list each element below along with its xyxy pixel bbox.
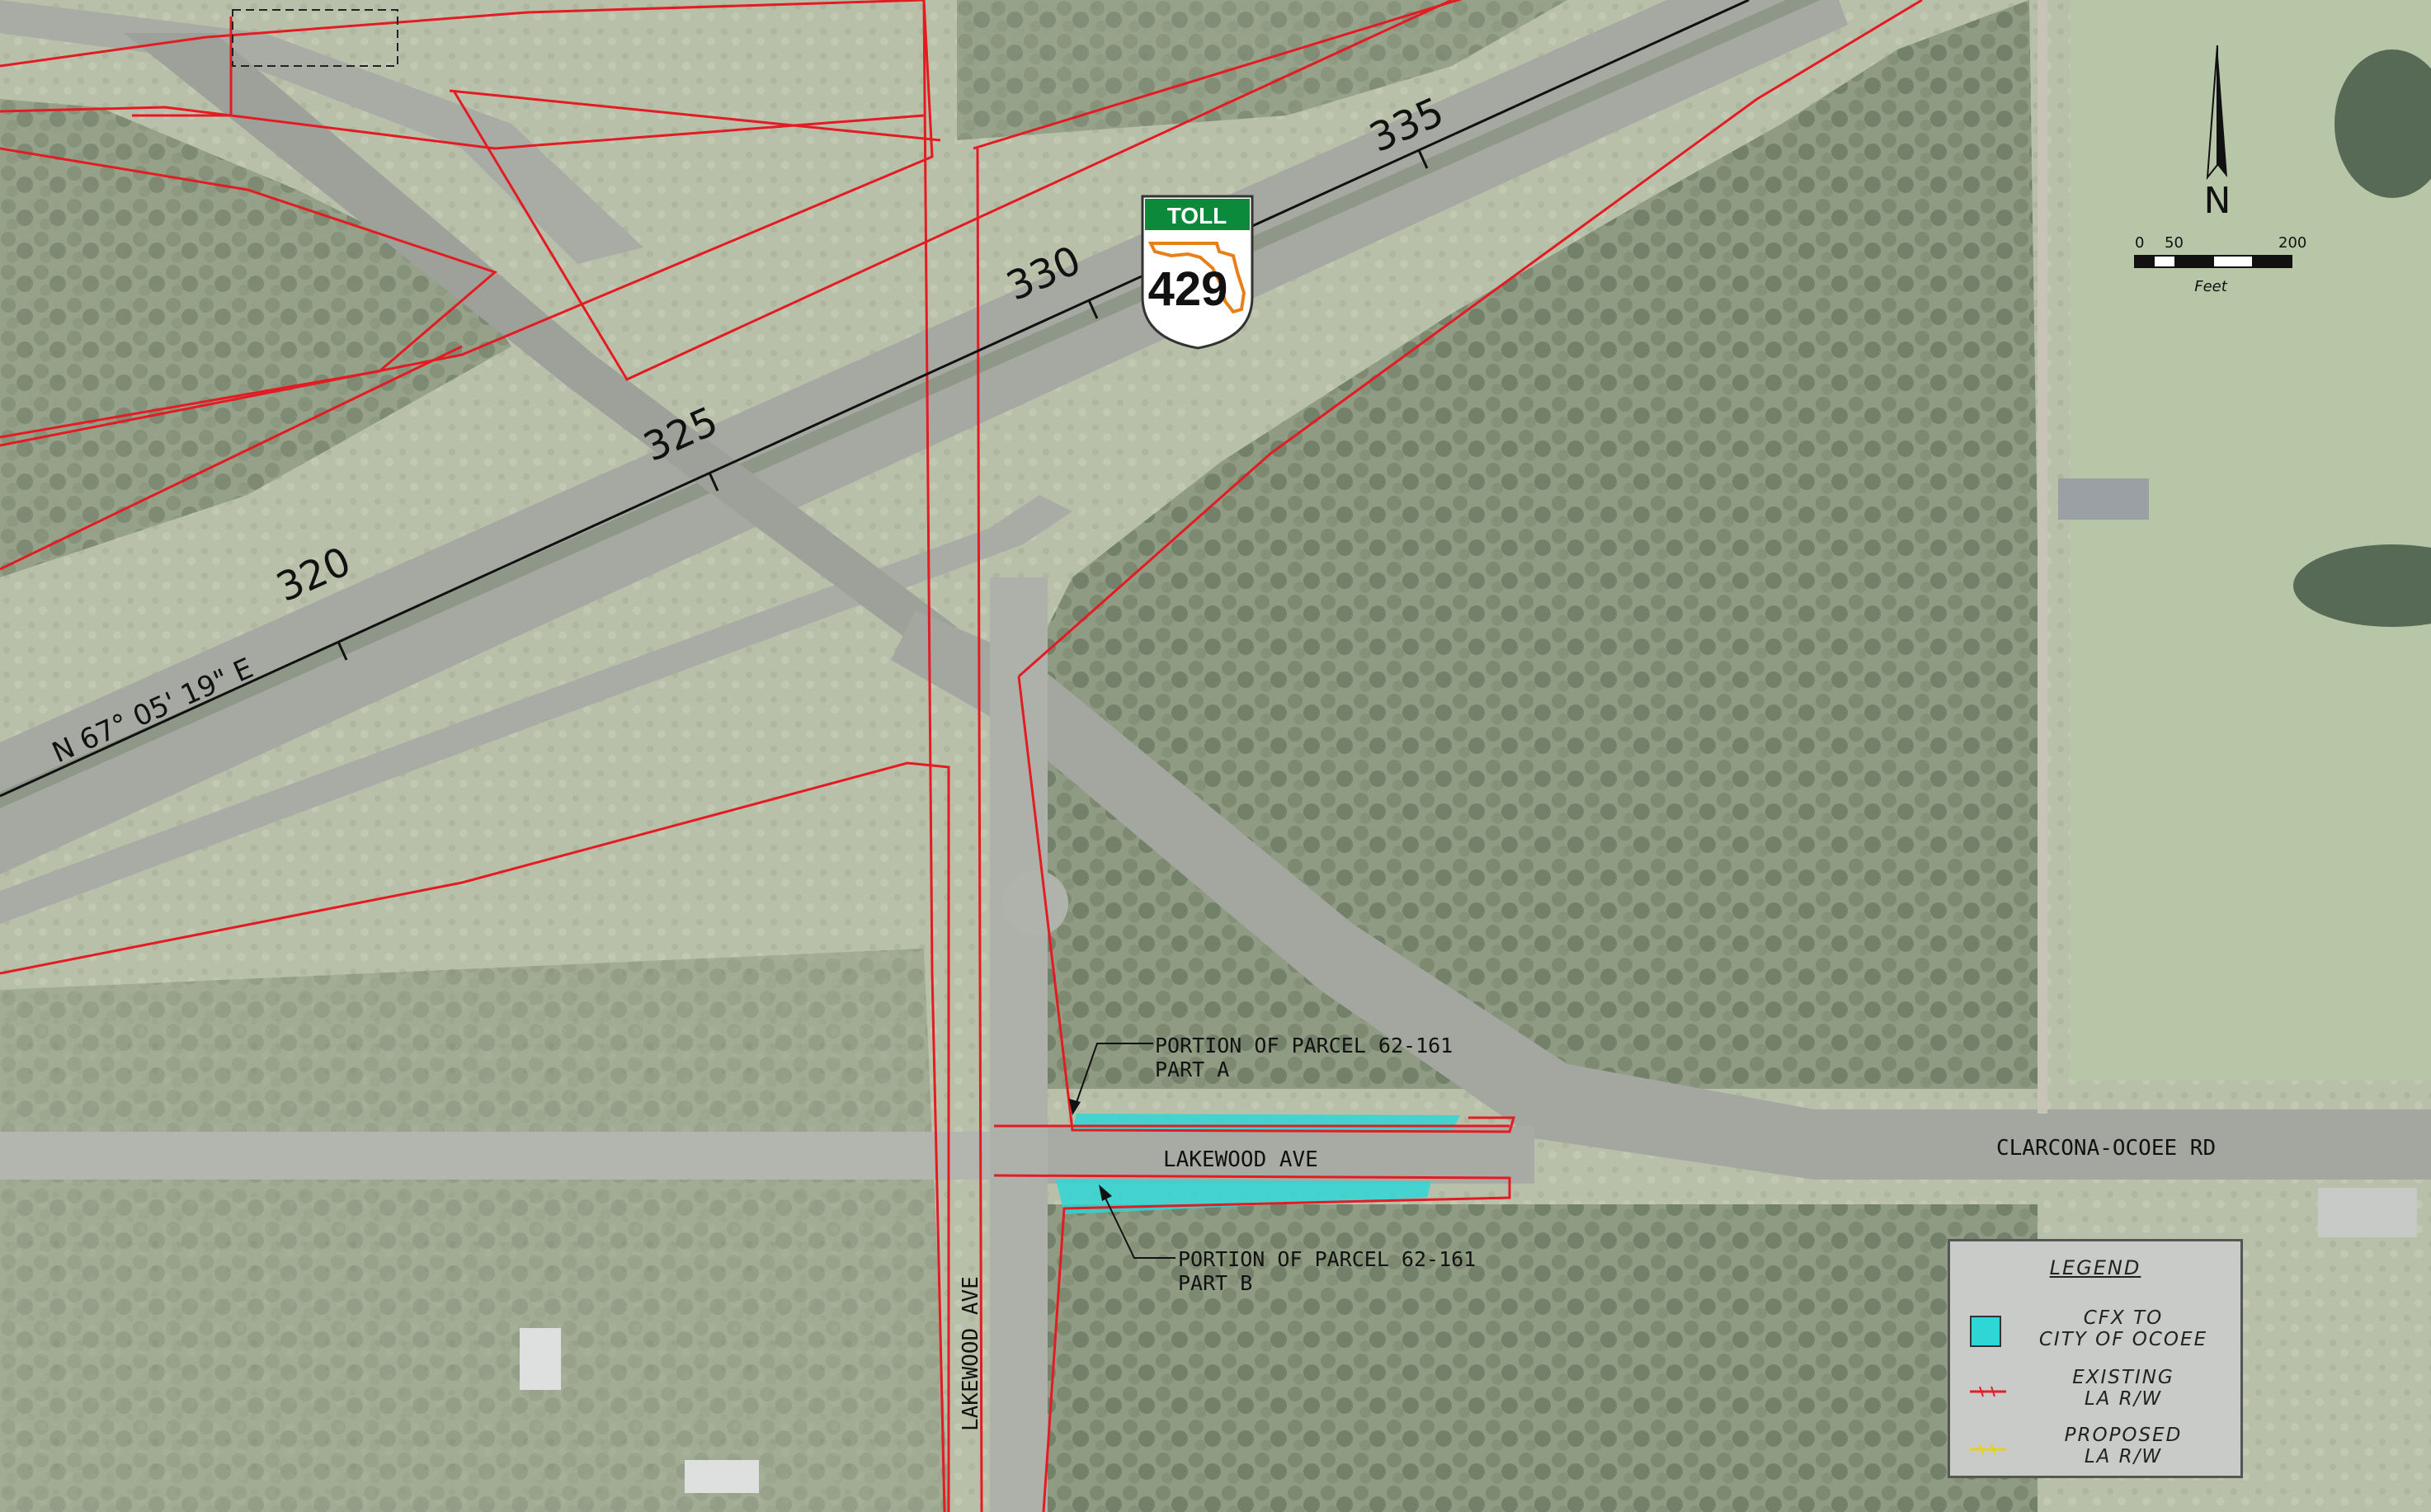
clarcona-ocoee-label: CLARCONA-OCOEE RD xyxy=(1996,1136,2216,1161)
building xyxy=(2318,1188,2417,1237)
part-a-arrowhead xyxy=(1069,1099,1081,1115)
scale-tick-0: 0 xyxy=(2135,234,2144,252)
building xyxy=(520,1328,561,1390)
legend-proposed-label: PROPOSED LA R/W xyxy=(2064,1425,2183,1467)
legend-existing-label: EXISTING LA R/W xyxy=(2072,1367,2174,1410)
existing-row-line-icon xyxy=(1970,1386,2006,1397)
legend-cfx-label: CFX TO CITY OF OCOEE xyxy=(2038,1307,2208,1350)
lakewood-ave-west xyxy=(0,1132,990,1180)
scale-tick-200: 200 xyxy=(2278,234,2306,252)
forest-north xyxy=(957,0,1567,140)
highway-sr429 xyxy=(0,0,1848,874)
part-b-callout-line2: PART B xyxy=(1178,1271,1252,1295)
ramp-north xyxy=(0,0,643,264)
forest-east xyxy=(1023,0,2046,1089)
building xyxy=(685,1460,759,1493)
lakewood-ave-vertical-label: LAKEWOOD AVE xyxy=(959,1276,983,1431)
part-b-arrowhead xyxy=(1099,1185,1112,1201)
alignment-ticks xyxy=(337,149,1429,661)
north-arrow: N xyxy=(2204,45,2231,222)
lakewood-ave-road xyxy=(990,1126,1534,1184)
building xyxy=(2058,478,2149,520)
forest-southeast xyxy=(1023,1204,2038,1512)
parcel-part-a xyxy=(1072,1114,1460,1132)
pond-south xyxy=(2293,544,2431,627)
part-a-callout-line2: PART A xyxy=(1155,1057,1229,1081)
right-of-way-lines xyxy=(0,0,1923,1512)
dirt-road-east xyxy=(2038,0,2047,1114)
scale-bar: 0 50 200 Feet xyxy=(2134,234,2306,295)
legend-title: LEGEND xyxy=(2049,1256,2141,1279)
legend-box: LEGEND CFX TO CITY OF OCOEE EXISTING LA … xyxy=(1948,1239,2243,1478)
lakewood-ave-label: LAKEWOOD AVE xyxy=(1163,1147,1318,1172)
proposed-row-line-icon xyxy=(1970,1444,2006,1455)
highway-median xyxy=(0,0,1821,808)
part-a-leader xyxy=(1073,1043,1153,1110)
forest-northwest xyxy=(0,99,511,577)
cyan-swatch-icon xyxy=(1970,1316,2001,1347)
ramp-south xyxy=(0,495,1072,924)
shield-number: 429 xyxy=(1148,262,1228,316)
overpass-road xyxy=(124,33,957,652)
trees-southwest xyxy=(0,949,949,1512)
dashed-boundary xyxy=(232,9,398,67)
pond-north xyxy=(2334,49,2431,198)
part-b-leader xyxy=(1100,1189,1175,1259)
scale-unit: Feet xyxy=(2194,278,2228,295)
part-a-callout-line1: PORTION OF PARCEL 62-161 xyxy=(1155,1034,1453,1057)
part-b-callout-line1: PORTION OF PARCEL 62-161 xyxy=(1178,1247,1476,1271)
clarcona-ocoee-road xyxy=(891,610,2431,1180)
route-shield-429: TOLL 429 xyxy=(1141,195,1254,350)
shield-banner: TOLL xyxy=(1167,203,1227,228)
scale-tick-50: 50 xyxy=(2165,234,2184,252)
north-letter: N xyxy=(2204,180,2231,222)
florida-outline-icon xyxy=(1147,242,1246,314)
highway-alignment xyxy=(0,0,1750,798)
lakewood-ave-vertical-road xyxy=(990,577,1048,1512)
cul-de-sac xyxy=(1002,870,1068,936)
